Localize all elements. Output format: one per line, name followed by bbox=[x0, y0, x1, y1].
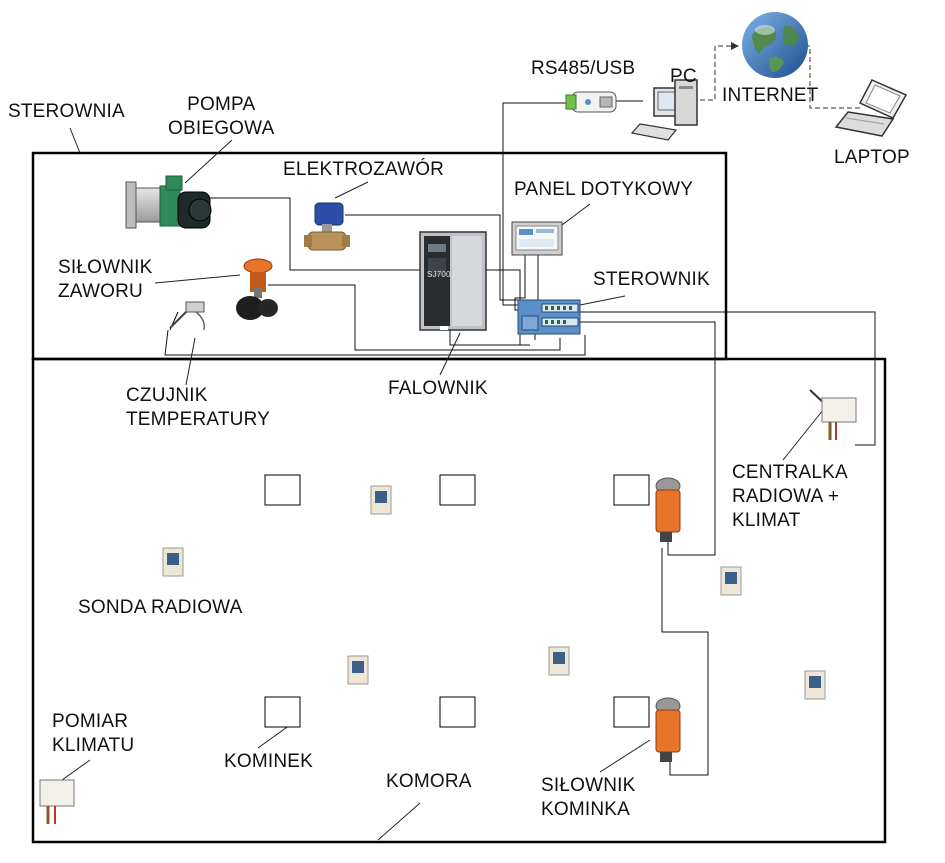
laptop-icon bbox=[834, 79, 908, 137]
solenoid-valve-icon bbox=[304, 202, 350, 251]
radio-probe-label: SONDA RADIOWA bbox=[78, 597, 243, 618]
chimneys bbox=[264, 474, 650, 728]
pc-label: PC bbox=[670, 66, 697, 87]
pump-label: POMPA OBIEGOWA bbox=[168, 94, 275, 139]
radio-probe-icon bbox=[548, 646, 570, 676]
chimney-actuator-icon-1 bbox=[655, 477, 681, 542]
radio-probe-icon bbox=[347, 655, 369, 685]
laptop-label: LAPTOP bbox=[834, 147, 910, 168]
valve-actuator-icon bbox=[236, 258, 278, 320]
touch-panel-icon bbox=[511, 221, 563, 256]
solenoid-valve-label: ELEKTROZAWÓR bbox=[283, 159, 445, 180]
radio-hub-label: CENTRALKA RADIOWA + KLIMAT bbox=[732, 462, 848, 531]
radio-probes bbox=[162, 485, 826, 700]
controller-plc-icon bbox=[517, 299, 581, 335]
chimney-actuator-label: SIŁOWNIK KOMINKA bbox=[541, 775, 636, 820]
radio-probe-icon bbox=[370, 485, 392, 515]
inverter-icon bbox=[419, 231, 487, 331]
radio-probe-icon bbox=[804, 670, 826, 700]
chimney-box bbox=[264, 474, 301, 506]
touch-panel-label: PANEL DOTYKOWY bbox=[514, 179, 694, 200]
temperature-sensor-label: CZUJNIK TEMPERATURY bbox=[126, 385, 271, 430]
chimney-label: KOMINEK bbox=[224, 751, 314, 772]
radio-hub-icon bbox=[809, 389, 857, 440]
chimney-box bbox=[613, 474, 650, 506]
climate-meter-label: POMIAR KLIMATU bbox=[52, 711, 135, 756]
wiring bbox=[164, 100, 876, 776]
climate-meter-icon bbox=[39, 779, 75, 824]
controller-label: STEROWNIK bbox=[593, 269, 710, 290]
radio-probe-icon bbox=[162, 547, 184, 577]
chimney-box bbox=[264, 696, 301, 728]
internet-label: INTERNET bbox=[722, 85, 819, 106]
leader-lines bbox=[61, 127, 824, 841]
control-room-label: STEROWNIA bbox=[8, 101, 125, 122]
chimney-actuator-icon-2 bbox=[655, 697, 681, 762]
radio-probe-icon bbox=[720, 566, 742, 596]
inverter-label: FALOWNIK bbox=[388, 378, 488, 399]
chimney-box bbox=[613, 696, 650, 728]
chimney-box bbox=[439, 474, 476, 506]
inverter-model-text: SJ700 bbox=[427, 270, 451, 279]
chamber-frame bbox=[31, 357, 887, 844]
internet-globe-icon bbox=[742, 12, 808, 78]
chamber-label: KOMORA bbox=[386, 771, 472, 792]
pc-icon bbox=[630, 79, 698, 141]
temperature-sensor-icon bbox=[169, 301, 206, 331]
rs485-usb-converter-icon bbox=[565, 91, 617, 113]
valve-actuator-label: SIŁOWNIK ZAWORU bbox=[58, 257, 153, 302]
circulation-pump-icon bbox=[125, 175, 212, 229]
chimney-box bbox=[439, 696, 476, 728]
converter-label: RS485/USB bbox=[531, 58, 636, 79]
